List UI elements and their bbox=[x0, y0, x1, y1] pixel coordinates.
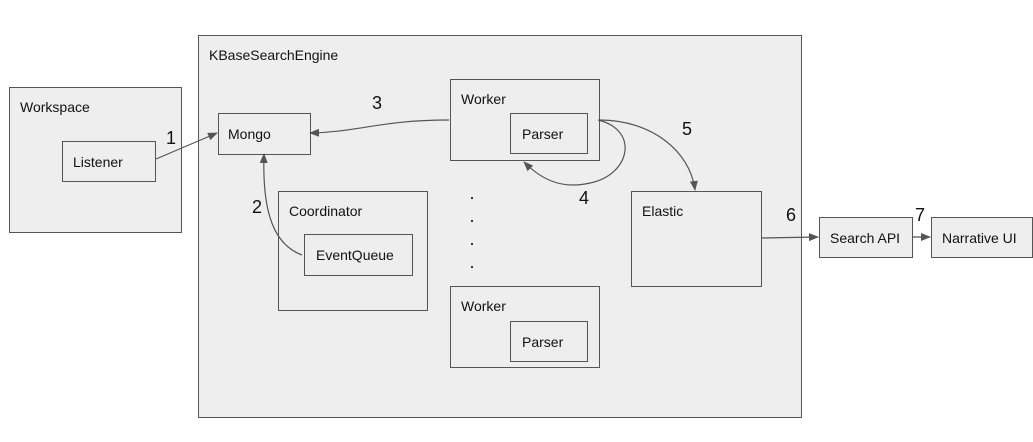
edge-label-6: 6 bbox=[786, 205, 797, 225]
event-queue-label: EventQueue bbox=[316, 247, 394, 263]
elastic-node: Elastic bbox=[631, 191, 762, 287]
workspace-label: Workspace bbox=[20, 99, 90, 115]
edge-worker-to-mongo bbox=[309, 119, 450, 137]
worker-bottom-node: Worker Parser bbox=[450, 286, 600, 368]
edge-label-7: 7 bbox=[915, 205, 926, 225]
parser-bottom-node: Parser bbox=[510, 321, 588, 362]
ellipsis-dot: . bbox=[469, 183, 475, 203]
edge-label-3: 3 bbox=[372, 93, 383, 113]
coordinator-node: Coordinator EventQueue bbox=[278, 191, 428, 311]
ellipsis-dot: . bbox=[469, 252, 475, 272]
listener-label: Listener bbox=[73, 154, 123, 170]
listener-node: Listener bbox=[62, 141, 156, 182]
search-engine-container: KBaseSearchEngine Mongo Coordinator Even… bbox=[198, 35, 802, 418]
workspace-container: Workspace Listener bbox=[9, 87, 182, 233]
edge-elastic-to-searchapi bbox=[760, 233, 819, 242]
search-api-node: Search API bbox=[819, 217, 913, 258]
mongo-label: Mongo bbox=[228, 126, 271, 142]
parser-top-node: Parser bbox=[510, 113, 588, 154]
elastic-label: Elastic bbox=[642, 203, 684, 219]
ellipsis-dot: . bbox=[469, 229, 475, 249]
worker-top-node: Worker Parser bbox=[450, 79, 600, 161]
edge-listener-to-mongo bbox=[155, 132, 218, 160]
edge-label-1: 1 bbox=[166, 128, 177, 148]
workers-ellipsis: . . . . bbox=[467, 182, 477, 274]
search-engine-label: KBaseSearchEngine bbox=[209, 47, 339, 63]
event-queue-node: EventQueue bbox=[304, 234, 413, 276]
coordinator-label: Coordinator bbox=[289, 203, 363, 219]
edge-parser-to-elastic bbox=[599, 119, 698, 191]
worker-top-label: Worker bbox=[461, 91, 506, 107]
search-api-label: Search API bbox=[830, 230, 901, 246]
edge-parser-loop bbox=[523, 119, 626, 186]
parser-bottom-label: Parser bbox=[522, 334, 564, 350]
edge-label-2: 2 bbox=[252, 197, 263, 217]
edge-label-5: 5 bbox=[682, 119, 693, 139]
edge-label-4: 4 bbox=[579, 188, 590, 208]
worker-bottom-label: Worker bbox=[461, 298, 506, 314]
narrative-ui-label: Narrative UI bbox=[942, 230, 1017, 246]
ellipsis-dot: . bbox=[469, 206, 475, 226]
edge-eventqueue-to-mongo bbox=[259, 153, 303, 256]
parser-top-label: Parser bbox=[522, 126, 564, 142]
